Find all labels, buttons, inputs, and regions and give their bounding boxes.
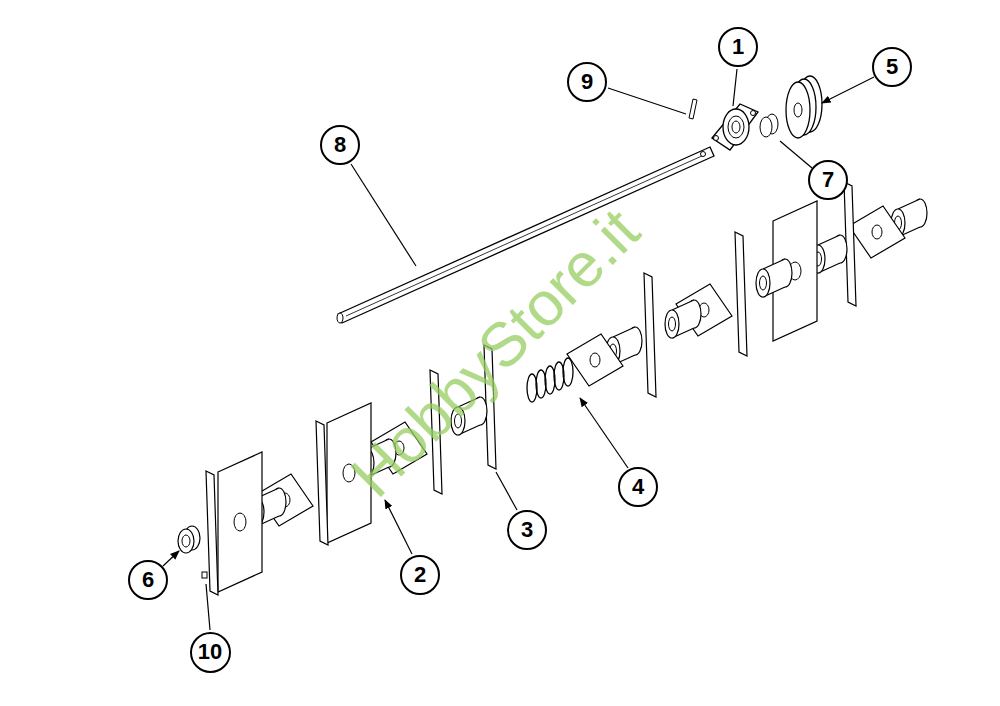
callout-circle: 5 xyxy=(872,47,912,87)
callout-number: 10 xyxy=(198,641,222,663)
callout-number: 7 xyxy=(822,169,834,191)
callout-number: 5 xyxy=(886,56,898,78)
callout-number: 9 xyxy=(581,71,593,93)
callout-number: 6 xyxy=(142,569,154,591)
callout-number: 2 xyxy=(414,564,426,586)
callout-number: 3 xyxy=(521,519,533,541)
callout-circle: 6 xyxy=(128,560,168,600)
callout-number: 4 xyxy=(632,476,644,498)
callout-circle: 4 xyxy=(618,467,658,507)
callout-circle: 3 xyxy=(507,510,547,550)
callout-circle: 2 xyxy=(400,555,440,595)
callout-number: 8 xyxy=(334,134,346,156)
callout-number: 1 xyxy=(732,36,744,58)
callout-circle: 10 xyxy=(190,632,231,673)
callout-circle: 9 xyxy=(567,62,607,102)
callout-circle: 1 xyxy=(718,27,758,67)
callout-circle: 7 xyxy=(808,160,848,200)
callout-circle: 8 xyxy=(320,125,360,165)
